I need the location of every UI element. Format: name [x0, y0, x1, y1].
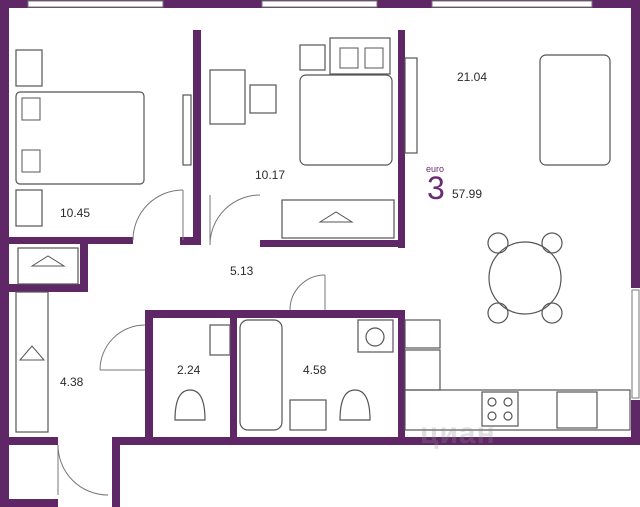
apartment-type-suffix: euro [426, 164, 445, 174]
wardrobe-icon [17, 247, 79, 285]
washing-machine-icon [357, 319, 394, 353]
room-area-entry: 4.38 [60, 375, 84, 389]
room-area-bathroom: 4.58 [303, 363, 327, 377]
furniture [15, 37, 631, 433]
room-area-hallway: 5.13 [230, 264, 254, 278]
nightstand-icon [15, 49, 43, 87]
entry-wardrobe-icon [15, 291, 49, 433]
toilet-icon [339, 389, 371, 421]
hanger-icons [18, 211, 354, 361]
fridge-icon [556, 391, 598, 429]
bathtub-icon [239, 319, 283, 431]
tv-icon [404, 57, 418, 154]
doors [57, 189, 326, 496]
stove-icon [481, 391, 519, 427]
bed-large-icon [15, 91, 145, 185]
interior-walls [0, 0, 405, 437]
toilet-icon [174, 389, 206, 421]
room-area-bedroom-large: 10.45 [60, 206, 91, 220]
wardrobe-icon [281, 199, 395, 239]
chair-icon [249, 84, 277, 114]
dining-table-icon [488, 241, 562, 315]
room-area-bedroom-small: 10.17 [255, 168, 286, 182]
kitchen-counter-icon [404, 389, 631, 431]
room-area-wc: 2.24 [177, 363, 201, 377]
rooms-count: 3 [427, 170, 445, 206]
bed-small-icon [299, 74, 393, 166]
sofa-icon [539, 54, 611, 166]
room-area-living: 21.04 [457, 70, 488, 84]
total-area: 57.99 [452, 187, 483, 201]
desk-icon [209, 69, 246, 125]
windows [27, 0, 640, 399]
watermark: циан [420, 417, 496, 450]
pillows [21, 47, 384, 173]
